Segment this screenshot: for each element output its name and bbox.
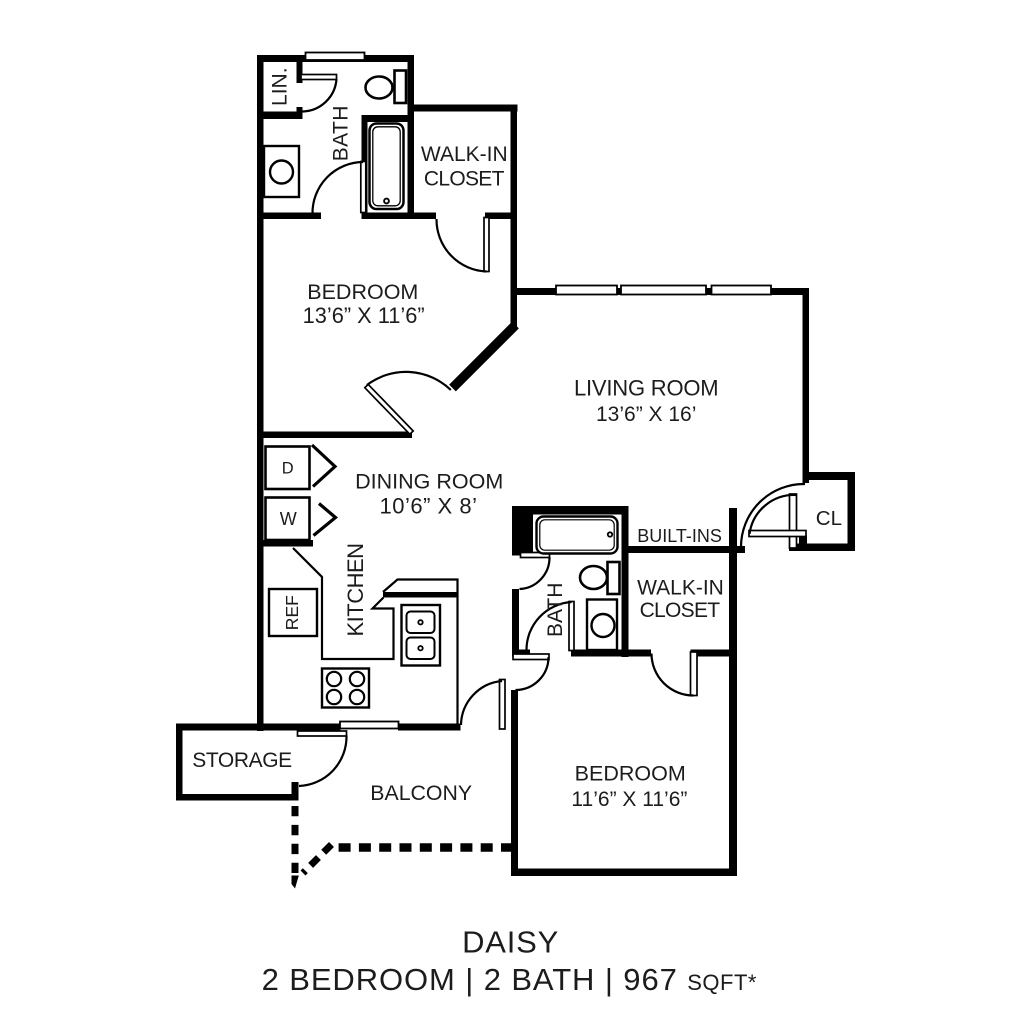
svg-text:10’6” X 8’: 10’6” X 8’ [380,494,478,519]
svg-text:D: D [282,460,294,478]
svg-text:WALK-IN: WALK-IN [421,143,508,166]
svg-text:BATH: BATH [544,583,567,637]
svg-text:BEDROOM: BEDROOM [575,761,686,785]
svg-text:LIVING ROOM: LIVING ROOM [574,375,719,400]
svg-text:DAISY: DAISY [462,925,559,960]
svg-text:KITCHEN: KITCHEN [343,543,368,636]
svg-text:CLOSET: CLOSET [640,599,721,622]
svg-text:13’6” X 11’6”: 13’6” X 11’6” [303,303,425,328]
svg-text:BATH: BATH [329,105,352,161]
svg-text:CLOSET: CLOSET [424,167,505,190]
svg-text:STORAGE: STORAGE [192,749,292,772]
svg-text:DINING ROOM: DINING ROOM [355,470,503,494]
svg-text:13’6” X 16’: 13’6” X 16’ [596,403,696,426]
svg-text:WALK-IN: WALK-IN [637,576,724,599]
svg-text:BEDROOM: BEDROOM [307,280,418,304]
svg-text:CL: CL [816,507,842,530]
svg-text:BALCONY: BALCONY [370,781,472,805]
svg-text:W: W [280,509,297,529]
svg-text:BUILT-INS: BUILT-INS [637,526,722,546]
svg-text:REF: REF [282,595,302,630]
svg-text:11’6” X 11’6”: 11’6” X 11’6” [571,788,687,811]
svg-text:LIN.: LIN. [269,67,292,106]
svg-text:2 BEDROOM | 2 BATH | 967 SQFT*: 2 BEDROOM | 2 BATH | 967 SQFT* [262,962,757,997]
